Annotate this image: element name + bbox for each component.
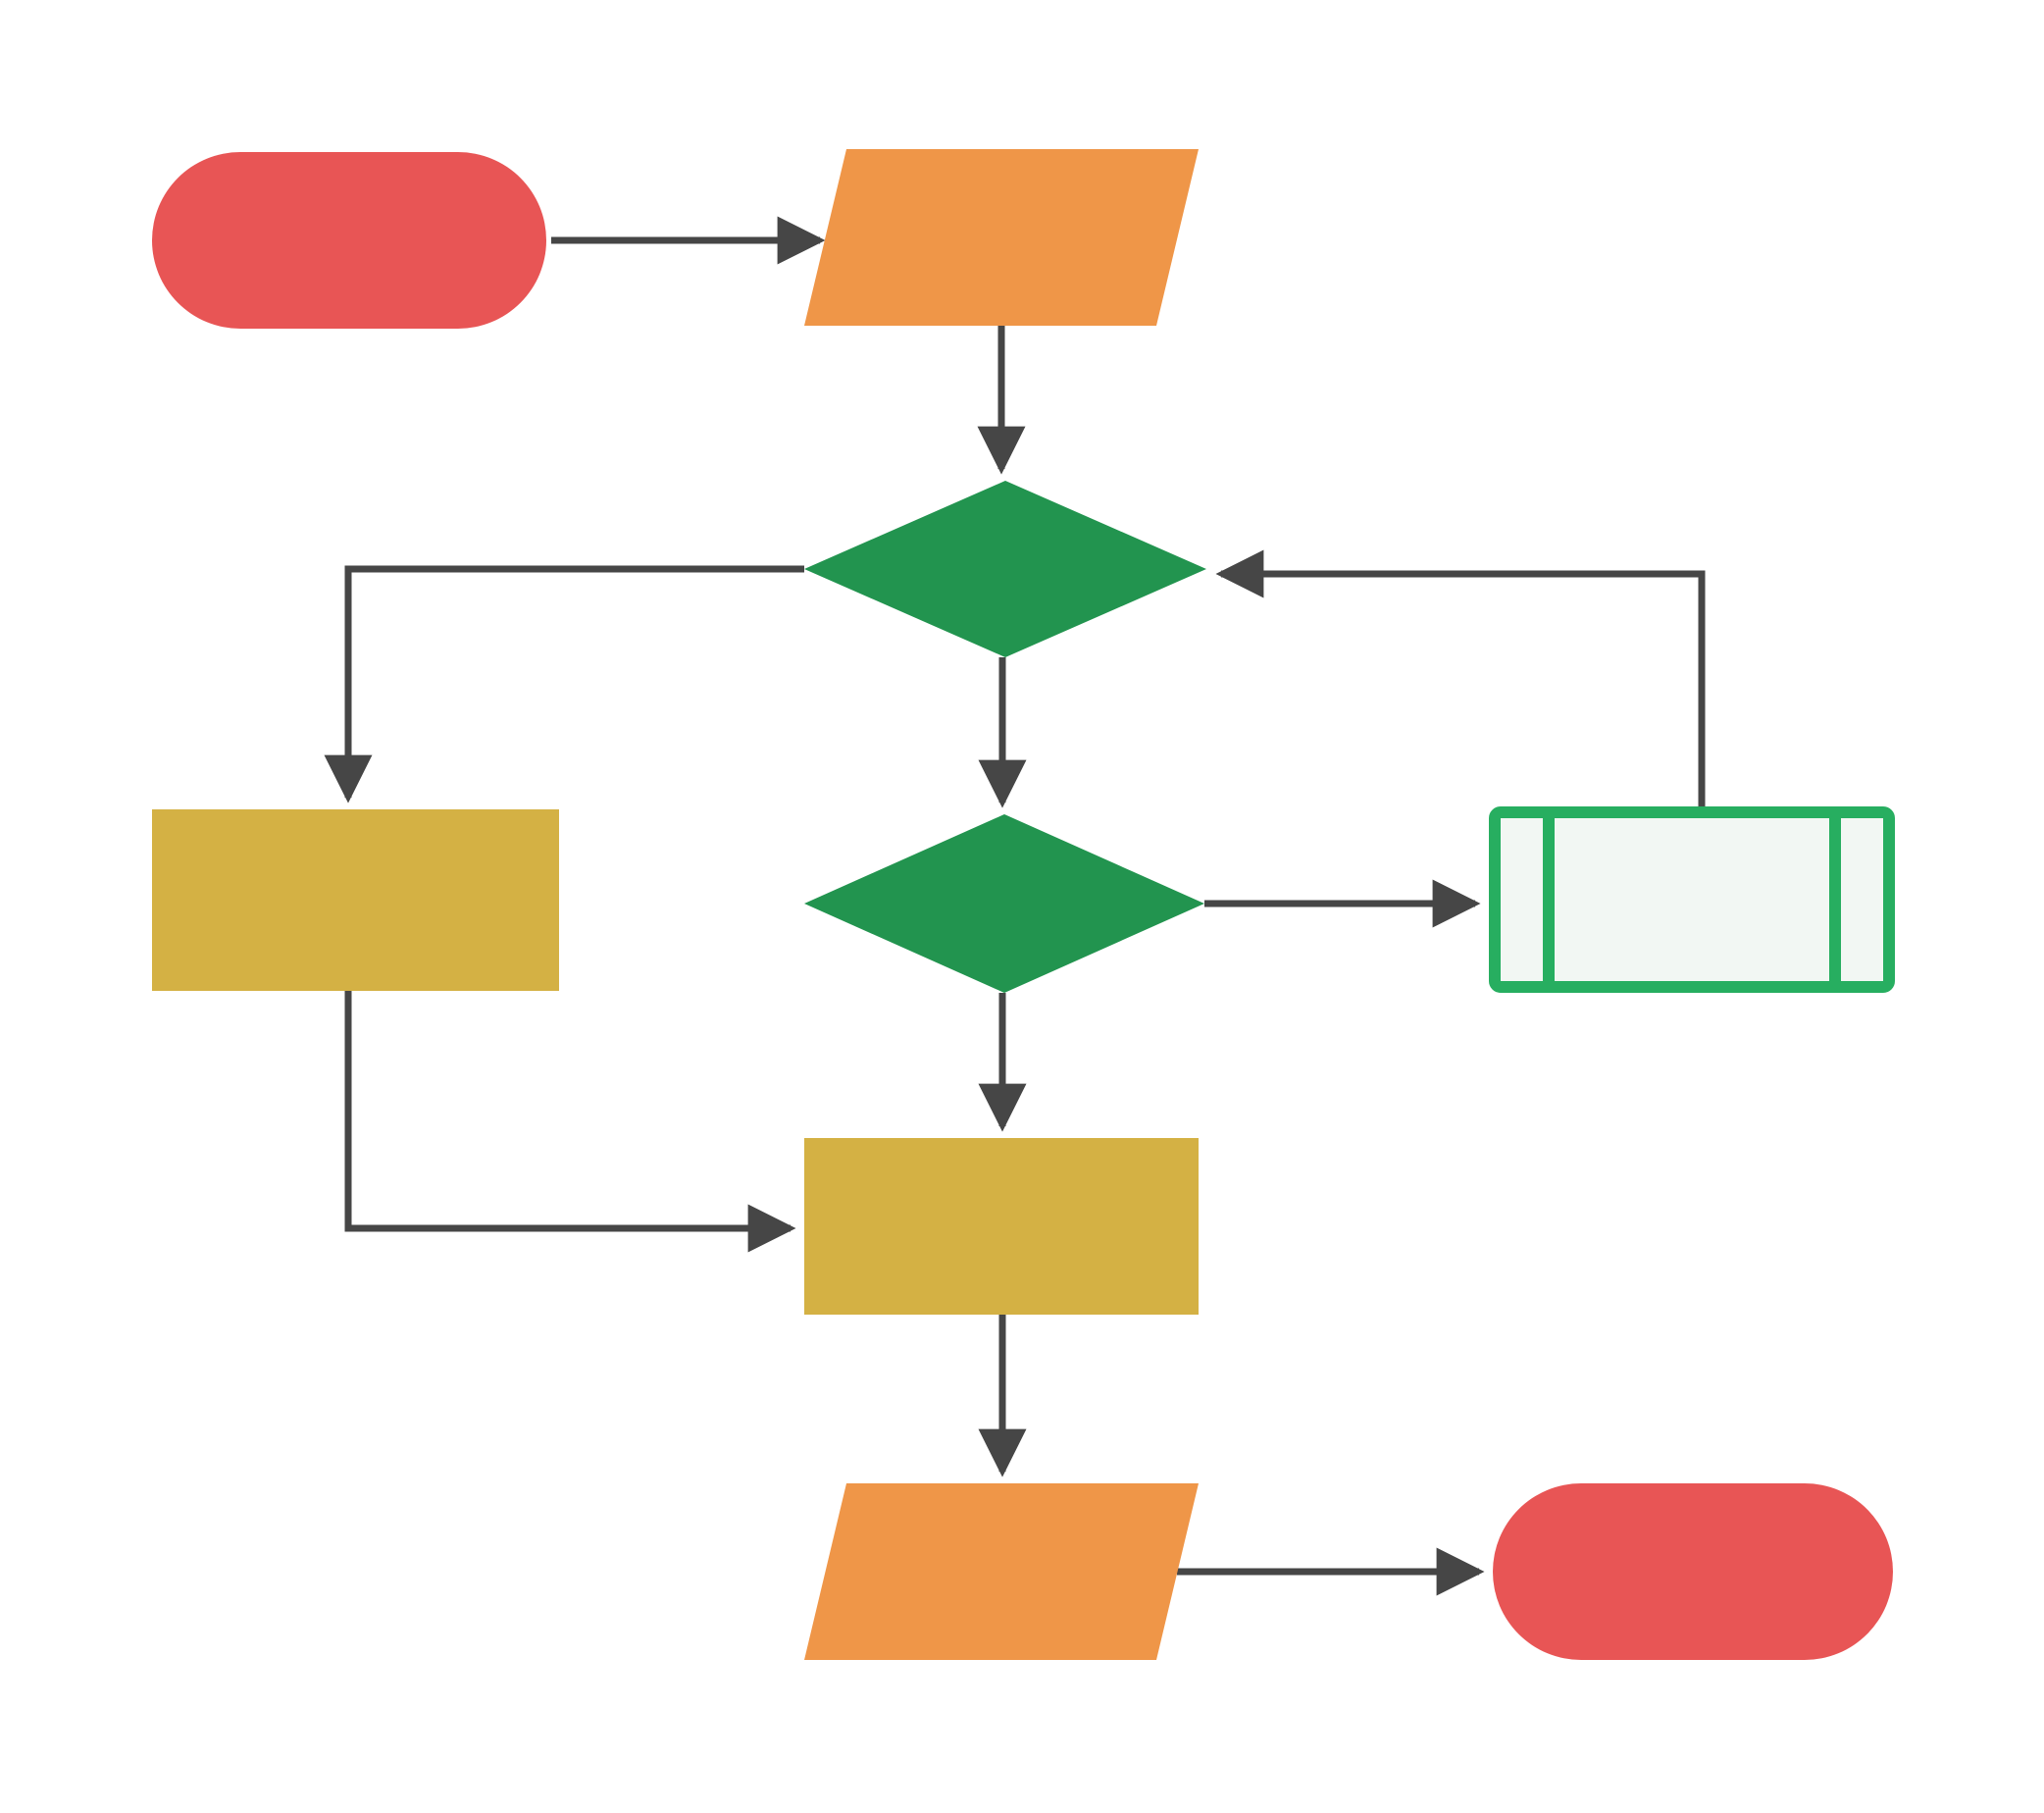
predefined-process-shape[interactable] [1489,806,1895,993]
edges-layer [324,216,1706,1596]
nodes-layer [152,149,1895,1660]
process-2-shape[interactable] [804,1138,1199,1315]
edge-predefined-process-to-decision1 [1215,549,1706,806]
node-decision-2[interactable] [804,814,1204,993]
output-parallelogram-shape[interactable] [804,1483,1199,1660]
node-decision-1[interactable] [804,481,1206,657]
decision-1-shape[interactable] [804,481,1206,657]
input-parallelogram-shape[interactable] [804,149,1199,326]
node-output-parallelogram[interactable] [804,1483,1199,1660]
process-1-shape[interactable] [152,809,559,991]
node-predefined-process[interactable] [1489,806,1895,993]
edge-decision1-to-process1 [324,565,804,803]
node-start-terminator[interactable] [152,152,546,329]
node-end-terminator[interactable] [1493,1483,1893,1660]
edge-process1-to-process2 [344,991,796,1253]
node-process-1[interactable] [152,809,559,991]
end-terminator-shape[interactable] [1493,1483,1893,1660]
start-terminator-shape[interactable] [152,152,546,329]
node-input-parallelogram[interactable] [804,149,1199,326]
decision-2-shape[interactable] [804,814,1204,993]
node-process-2[interactable] [804,1138,1199,1315]
